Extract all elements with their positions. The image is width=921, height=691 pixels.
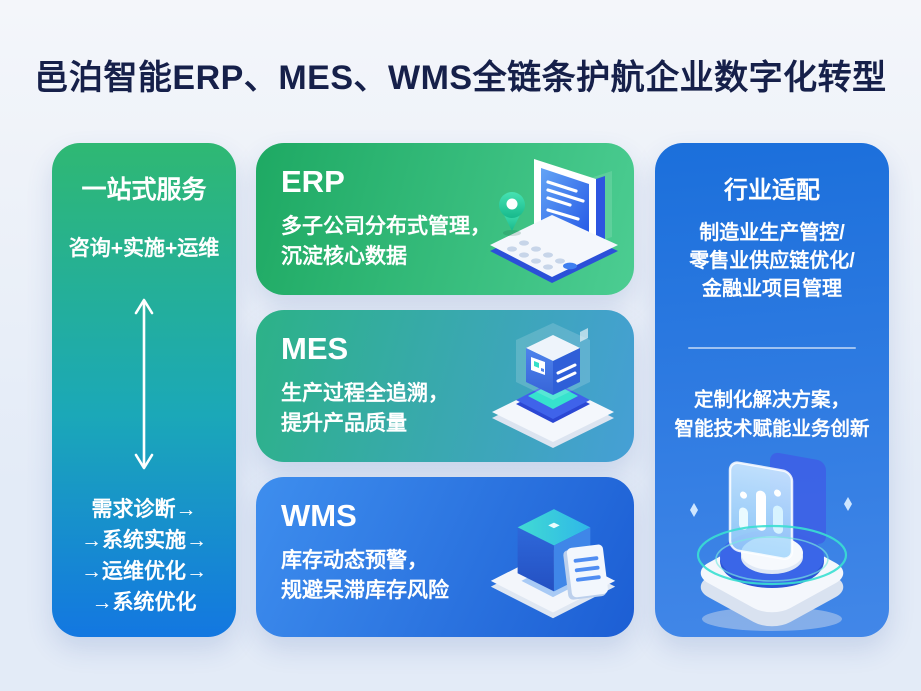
product-desc-wms: 库存动态预警， 规避呆滞库存风险 bbox=[281, 546, 449, 606]
wms-warehouse-icon bbox=[478, 491, 628, 623]
product-desc-line: 规避呆滞库存风险 bbox=[281, 579, 449, 602]
erp-card: ERP 多子公司分布式管理， 沉淀核心数据 bbox=[256, 143, 634, 295]
product-desc-line: 提升产品质量 bbox=[281, 412, 407, 435]
mes-cube-icon bbox=[478, 320, 628, 452]
flow-step: →系统实施→ bbox=[81, 529, 207, 552]
page-title: 邑泊智能ERP、MES、WMS全链条护航企业数字化转型 bbox=[34, 59, 887, 97]
double-vertical-arrow-icon bbox=[52, 286, 236, 482]
flow-step: 需求诊断→ bbox=[91, 498, 197, 521]
product-desc-mes: 生产过程全追溯， 提升产品质量 bbox=[281, 379, 449, 439]
location-pin-icon bbox=[499, 192, 525, 236]
industry-item: 制造业生产管控/ bbox=[699, 222, 845, 244]
product-desc-line: 生产过程全追溯， bbox=[281, 382, 449, 405]
erp-terminal-icon bbox=[478, 153, 628, 285]
sparkle-icon bbox=[844, 497, 852, 511]
product-desc-line: 多子公司分布式管理， bbox=[281, 215, 491, 238]
industry-list: 制造业生产管控/ 零售业供应链优化/ 金融业项目管理 bbox=[655, 219, 889, 303]
solution-text: 定制化解决方案， 智能技术赋能业务创新 bbox=[655, 386, 889, 444]
product-name-erp: ERP bbox=[281, 164, 345, 199]
industry-item: 零售业供应链优化/ bbox=[689, 250, 855, 272]
product-desc-erp: 多子公司分布式管理， 沉淀核心数据 bbox=[281, 212, 491, 272]
right-panel-title: 行业适配 bbox=[724, 177, 820, 204]
solution-line: 定制化解决方案， bbox=[693, 389, 850, 411]
one-stop-service-panel: 一站式服务 咨询+实施+运维 需求诊断→ →系统实施→ →运维优化→ →系统优化 bbox=[52, 143, 236, 637]
industry-item: 金融业项目管理 bbox=[702, 278, 842, 300]
divider bbox=[688, 347, 856, 349]
left-panel-title: 一站式服务 bbox=[81, 176, 207, 204]
solution-line: 智能技术赋能业务创新 bbox=[674, 418, 870, 440]
wms-card: WMS 库存动态预警， 规避呆滞库存风险 bbox=[256, 477, 634, 637]
flow-step: →运维优化→ bbox=[81, 560, 207, 583]
bar-chart-icon bbox=[728, 461, 794, 560]
document-icon bbox=[563, 544, 608, 600]
product-desc-line: 库存动态预警， bbox=[281, 549, 428, 572]
service-flow-steps: 需求诊断→ →系统实施→ →运维优化→ →系统优化 bbox=[52, 494, 236, 618]
sparkle-icon bbox=[690, 503, 698, 517]
flow-step: →系统优化 bbox=[91, 591, 197, 614]
left-panel-subtitle: 咨询+实施+运维 bbox=[68, 237, 220, 260]
mes-card: MES 生产过程全追溯， 提升产品质量 bbox=[256, 310, 634, 462]
product-name-wms: WMS bbox=[281, 498, 357, 533]
industry-adaptation-panel: 行业适配 制造业生产管控/ 零售业供应链优化/ 金融业项目管理 定制化解决方案，… bbox=[655, 143, 889, 637]
product-desc-line: 沉淀核心数据 bbox=[281, 245, 407, 268]
solution-pedestal-icon bbox=[672, 441, 872, 637]
product-name-mes: MES bbox=[281, 331, 349, 366]
